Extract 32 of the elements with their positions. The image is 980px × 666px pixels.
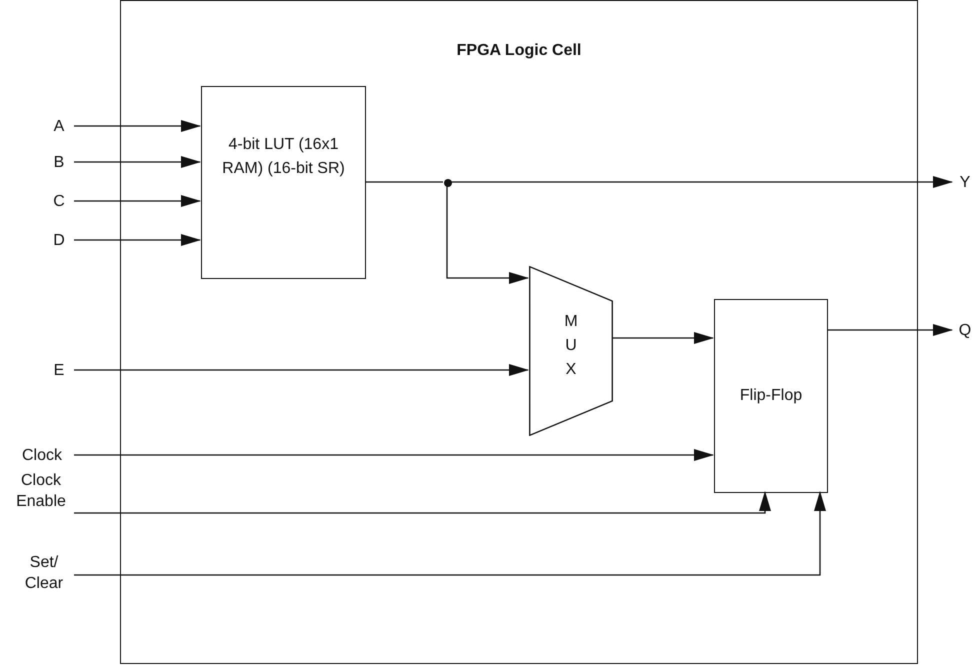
signal-wire xyxy=(612,332,714,344)
flip-flop-label: Flip-Flop xyxy=(738,386,804,406)
signal-name: A xyxy=(52,117,66,137)
signal-wire xyxy=(451,176,953,188)
junction-dot xyxy=(444,179,452,187)
signal-wire xyxy=(74,491,826,576)
signal-name: C xyxy=(52,192,66,212)
signal-name: Clock Enable xyxy=(15,471,67,512)
flip-flop-box xyxy=(714,299,828,493)
signal-wire xyxy=(827,324,953,336)
signal-name: Y xyxy=(958,173,972,193)
signal-wire xyxy=(74,491,771,514)
signal-name: Set/ Clear xyxy=(24,553,64,594)
signal-name: Q xyxy=(958,321,972,341)
signal-wire xyxy=(74,156,201,168)
signal-name: E xyxy=(52,361,66,381)
signal-name: D xyxy=(52,231,66,251)
signal-wire xyxy=(446,186,529,284)
cell-heading: FPGA Logic Cell xyxy=(456,41,582,61)
multiplexer-shape xyxy=(529,266,613,436)
signal-wire xyxy=(74,364,529,376)
logic-cell-frame xyxy=(120,0,918,664)
signal-name: B xyxy=(52,153,66,173)
mux-label: MUX xyxy=(563,312,579,380)
signal-wire xyxy=(74,234,201,246)
lut-box xyxy=(201,86,366,279)
signal-wire xyxy=(74,449,714,461)
signal-wire xyxy=(74,195,201,207)
signal-name: Clock xyxy=(20,446,63,466)
signal-wire xyxy=(74,120,201,132)
lut-label: 4-bit LUT (16x1 RAM) (16-bit SR) xyxy=(221,135,346,179)
signal-wire xyxy=(365,181,443,183)
